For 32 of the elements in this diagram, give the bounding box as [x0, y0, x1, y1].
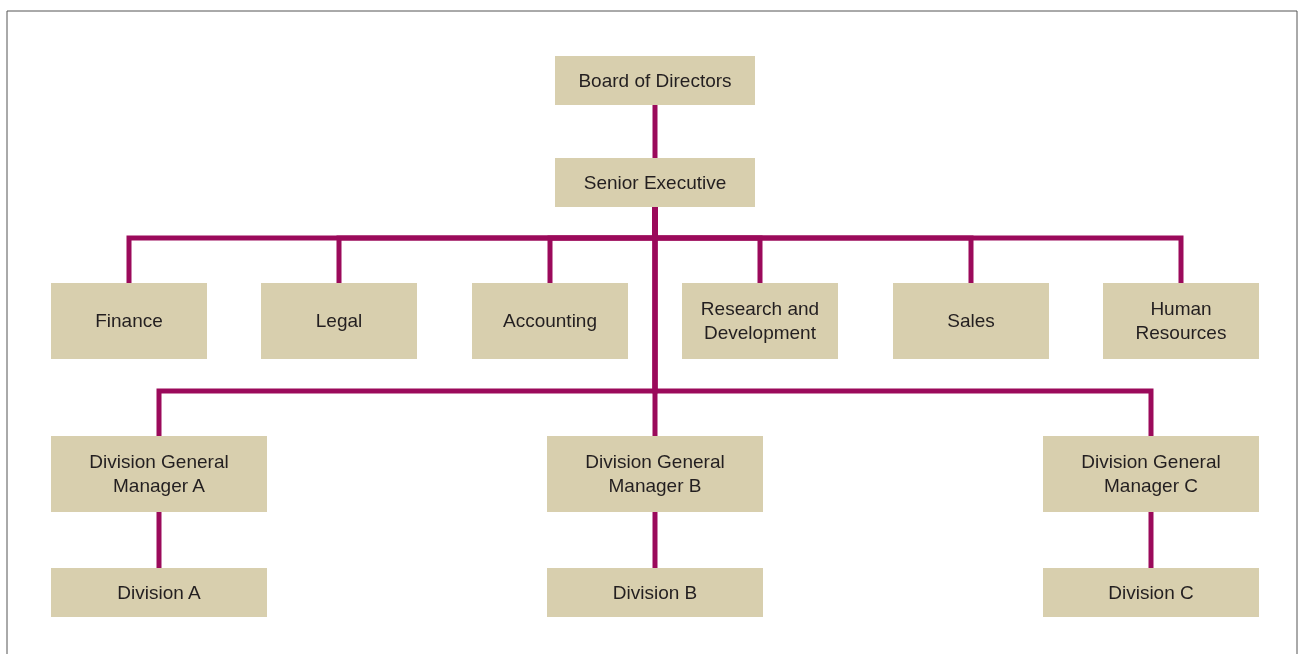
org-box [547, 436, 763, 512]
box-label: Human Resources [1134, 297, 1228, 345]
org-box [555, 158, 755, 207]
box-label: Finance [95, 309, 163, 333]
box-label: Division B [612, 580, 698, 605]
org-box [893, 283, 1049, 359]
box-label: Division C [1108, 580, 1194, 605]
org-box [682, 283, 838, 359]
connector-line [1148, 512, 1154, 568]
org-box [1043, 436, 1259, 512]
box-label: Legal [315, 309, 363, 333]
org-box [1103, 283, 1259, 359]
box-label: Division General Manager C [1080, 450, 1222, 498]
box-label: Division A [117, 580, 201, 605]
connector-line [652, 105, 658, 158]
box-label: Board of Directors [578, 68, 732, 93]
org-box [1043, 568, 1259, 617]
box-label: Research and Development [699, 297, 821, 345]
box-label: Division General Manager B [584, 450, 726, 498]
box-label: Division General Manager A [88, 450, 230, 498]
org-box [51, 436, 267, 512]
org-box [51, 283, 207, 359]
org-box [547, 568, 763, 617]
org-box [51, 568, 267, 617]
org-box [472, 283, 628, 359]
box-label: Accounting [503, 309, 597, 333]
org-box [261, 283, 417, 359]
connector-line [156, 512, 162, 568]
org-box [555, 56, 755, 105]
box-label: Senior Executive [583, 170, 727, 195]
connector-line [652, 512, 658, 568]
box-label: Sales [947, 309, 995, 333]
